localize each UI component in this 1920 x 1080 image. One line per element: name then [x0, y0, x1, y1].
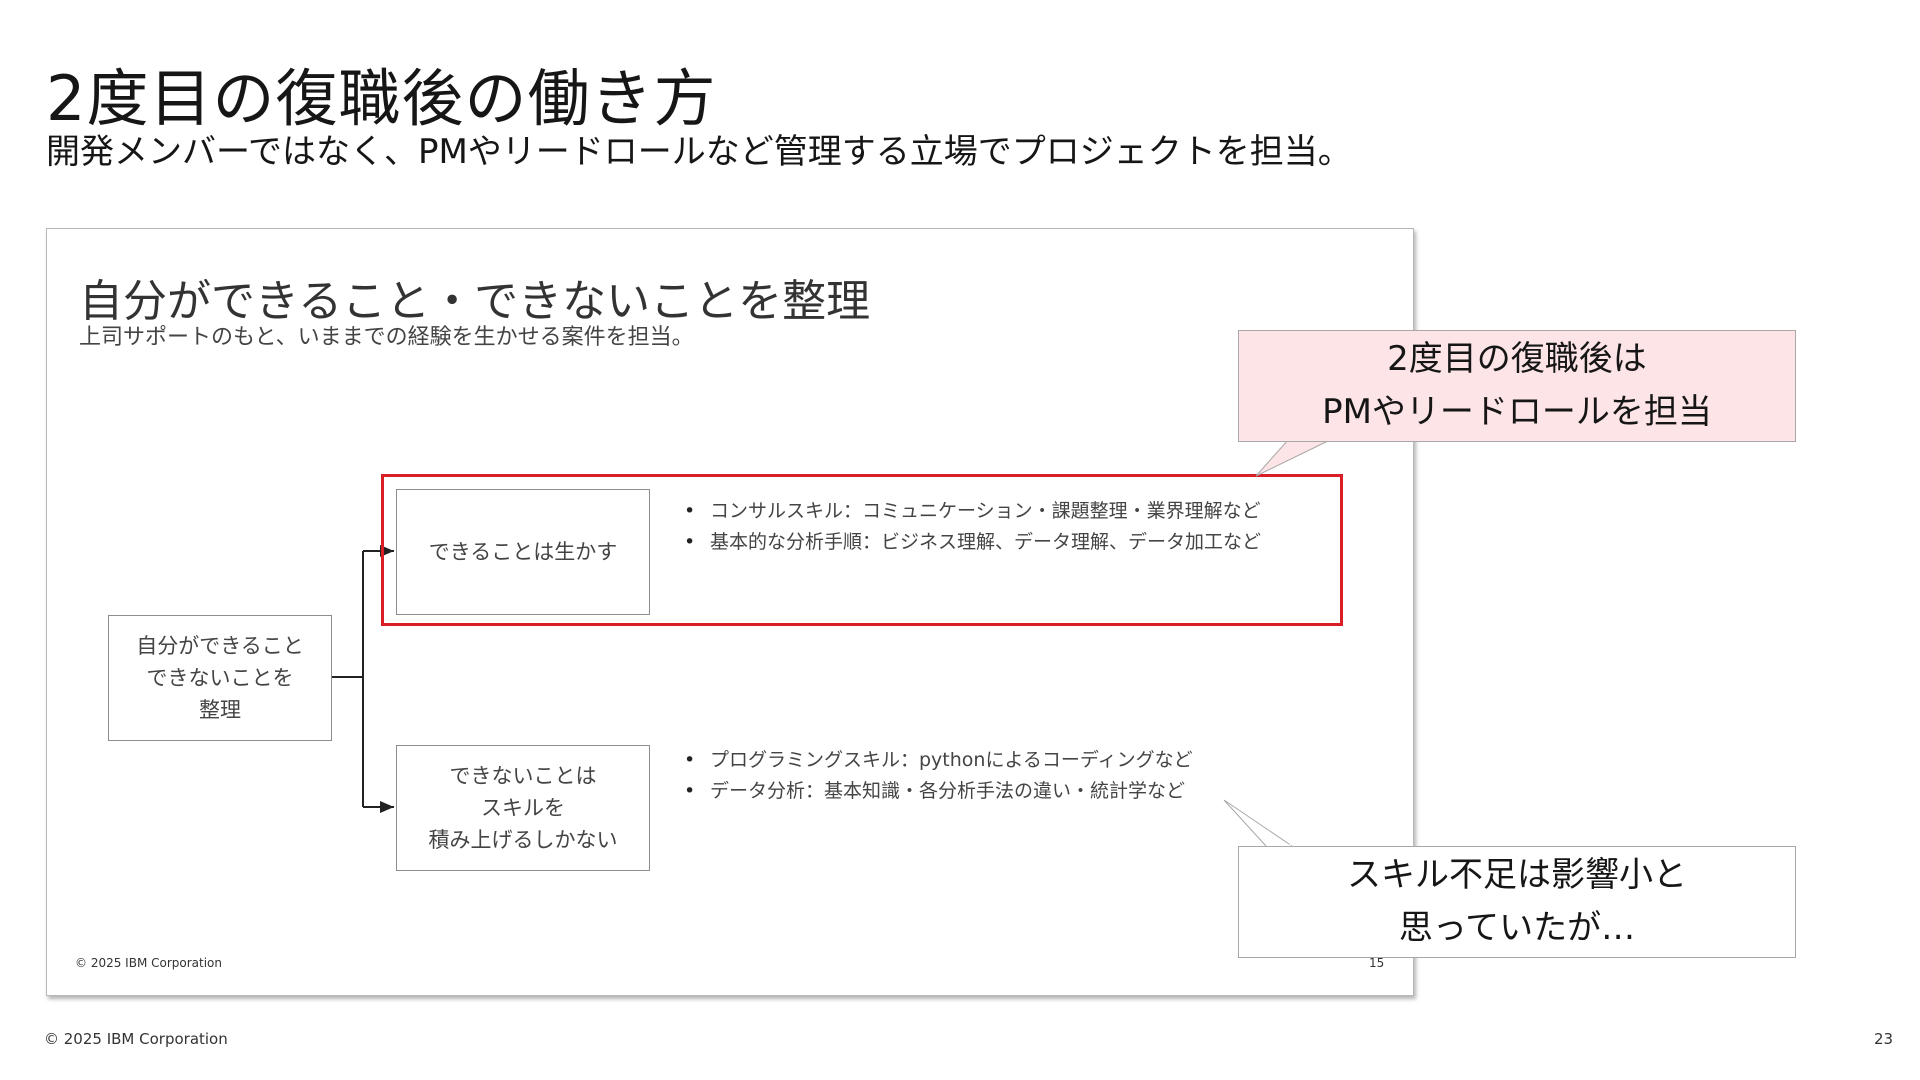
list-item: プログラミングスキル：pythonによるコーディングなど: [684, 745, 1193, 776]
highlight-frame: [381, 474, 1343, 626]
slide-subtitle: 上司サポートのもと、いままでの経験を生かせる案件を担当。: [79, 325, 694, 350]
page-subtitle: 開発メンバーではなく、PMやリードロールなど管理する立場でプロジェクトを担当。: [46, 132, 1352, 172]
list-item: 基本的な分析手順：ビジネス理解、データ理解、データ加工など: [684, 527, 1261, 558]
can-do-box: できることは生かす: [396, 489, 650, 615]
copyright: © 2025 IBM Corporation: [44, 1030, 228, 1048]
slide-footer: © 2025 IBM Corporation: [75, 956, 222, 970]
page-number: 23: [1874, 1030, 1894, 1048]
list-item: データ分析：基本知識・各分析手法の違い・統計学など: [684, 776, 1193, 807]
cannot-do-list: プログラミングスキル：pythonによるコーディングなど データ分析：基本知識・…: [684, 745, 1193, 807]
page-title: 2度目の復職後の働き方: [46, 62, 717, 135]
callout-pm-role: 2度目の復職後は PMやリードロールを担当: [1238, 330, 1796, 442]
slide-page-number: 15: [1369, 956, 1385, 970]
root-box: 自分ができること できないことを 整理: [108, 615, 332, 741]
embedded-slide: 自分ができること・できないことを整理 上司サポートのもと、いままでの経験を生かせ…: [46, 228, 1414, 996]
cannot-do-box: できないことは スキルを 積み上げるしかない: [396, 745, 650, 871]
can-do-list: コンサルスキル：コミュニケーション・課題整理・業界理解など 基本的な分析手順：ビ…: [684, 496, 1261, 558]
slide-title: 自分ができること・できないことを整理: [79, 276, 871, 327]
connector-lines: [330, 545, 394, 813]
list-item: コンサルスキル：コミュニケーション・課題整理・業界理解など: [684, 496, 1261, 527]
callout-skill-gap: スキル不足は影響小と 思っていたが…: [1238, 846, 1796, 958]
